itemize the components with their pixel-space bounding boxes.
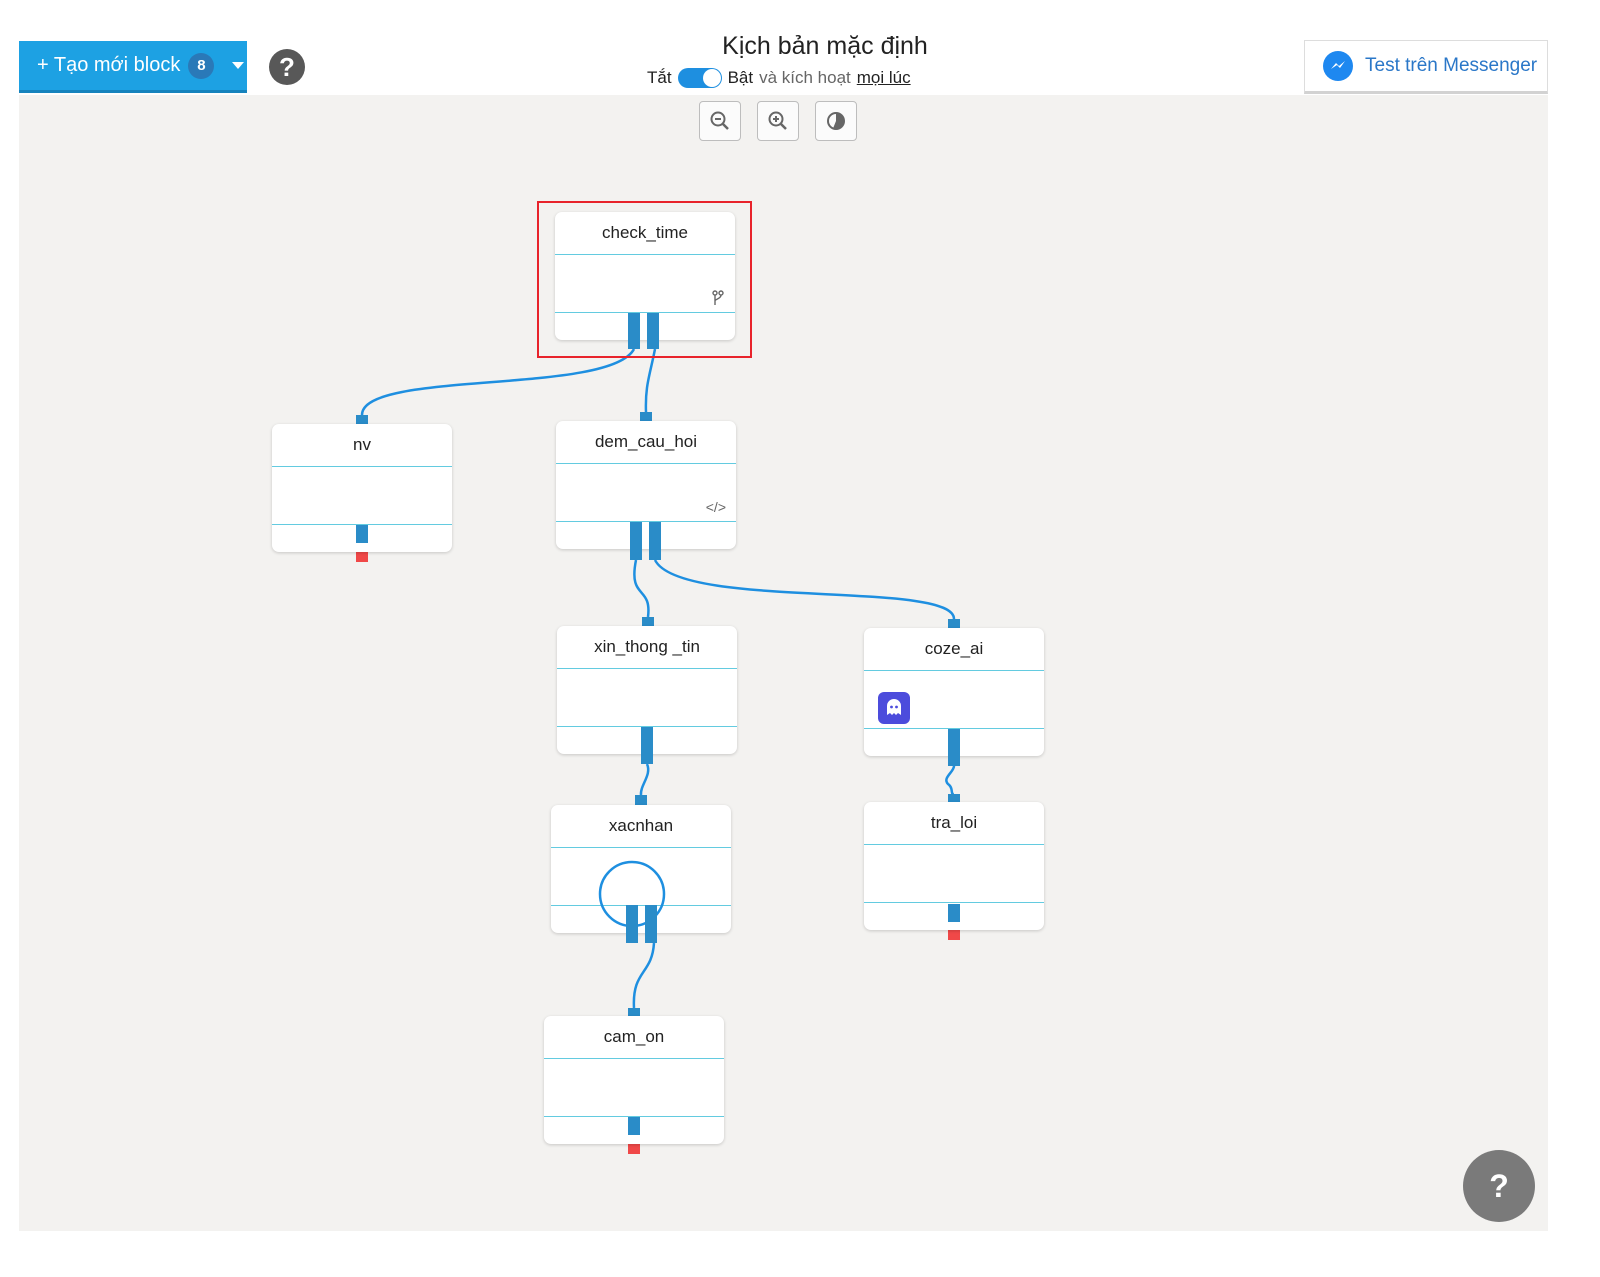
block-body — [272, 466, 452, 525]
toggle-off-label: Tắt — [647, 68, 672, 87]
block-cam-on[interactable]: cam_on — [544, 1016, 724, 1144]
status-line: Tắt Bật và kích hoạt mọi lúc — [647, 68, 911, 88]
create-block-button[interactable]: + Tạo mới block 8 — [19, 41, 247, 93]
pie-chart-icon — [827, 112, 845, 130]
create-block-label: + Tạo mới block — [37, 54, 181, 76]
help-icon[interactable]: ? — [269, 49, 305, 85]
statistics-button[interactable] — [815, 101, 857, 141]
messenger-icon — [1323, 51, 1353, 81]
block-body — [864, 844, 1044, 903]
toggle-knob — [702, 69, 721, 87]
zoom-out-icon — [710, 111, 729, 130]
coze-bot-icon — [878, 692, 910, 724]
block-title: cam_on — [544, 1016, 724, 1059]
block-body — [544, 1058, 724, 1117]
block-body — [551, 847, 731, 906]
selection-highlight — [537, 201, 752, 358]
block-title: check_time — [555, 212, 735, 255]
block-title: xacnhan — [551, 805, 731, 848]
active-toggle[interactable] — [677, 68, 722, 88]
block-title: tra_loi — [864, 802, 1044, 845]
toggle-on-label: Bật — [727, 68, 754, 87]
zoom-in-button[interactable] — [757, 101, 799, 141]
block-check-time[interactable]: check_time — [555, 212, 735, 340]
trigger-link[interactable]: mọi lúc — [856, 68, 911, 87]
block-xacnhan[interactable]: xacnhan — [551, 805, 731, 933]
block-body — [555, 254, 735, 313]
test-messenger-button[interactable]: Test trên Messenger — [1304, 40, 1548, 94]
zoom-in-icon — [768, 111, 787, 130]
trigger-text: và kích hoạt — [759, 68, 851, 87]
block-nv[interactable]: nv — [272, 424, 452, 552]
block-title: xin_thong _tin — [557, 626, 737, 669]
help-fab-button[interactable]: ? — [1463, 1150, 1535, 1222]
block-body: </> — [556, 463, 736, 522]
zoom-out-button[interactable] — [699, 101, 741, 141]
block-title: dem_cau_hoi — [556, 421, 736, 464]
block-coze-ai[interactable]: coze_ai — [864, 628, 1044, 756]
block-title: nv — [272, 424, 452, 467]
page-title: Kịch bản mặc định — [722, 32, 928, 60]
chevron-down-icon[interactable] — [232, 62, 245, 69]
block-body — [557, 668, 737, 727]
test-messenger-label: Test trên Messenger — [1365, 55, 1538, 76]
block-body — [864, 670, 1044, 729]
branch-icon — [711, 290, 725, 309]
block-tra-loi[interactable]: tra_loi — [864, 802, 1044, 930]
block-title: coze_ai — [864, 628, 1044, 671]
block-xin-thong-tin[interactable]: xin_thong _tin — [557, 626, 737, 754]
block-count-badge: 8 — [188, 52, 215, 79]
flow-canvas[interactable] — [19, 95, 1548, 1231]
block-dem-cau-hoi[interactable]: dem_cau_hoi </> — [556, 421, 736, 549]
code-icon: </> — [705, 499, 726, 515]
